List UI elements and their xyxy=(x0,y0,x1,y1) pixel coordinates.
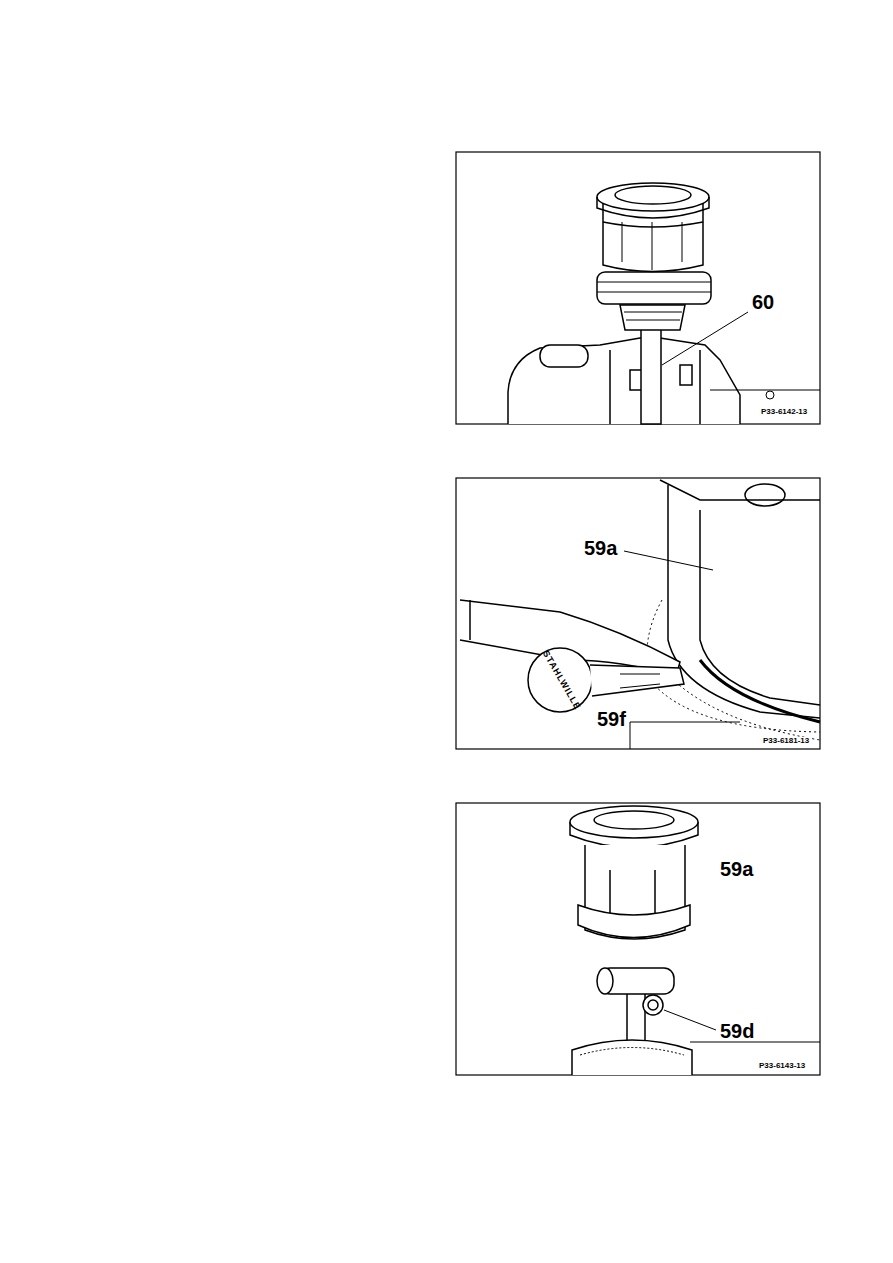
rule-line xyxy=(690,1041,820,1042)
cap-on-housing xyxy=(508,183,740,424)
figure-frame xyxy=(456,152,820,424)
callout-number: 59f xyxy=(597,709,626,729)
figure-code: P33-6142-13 xyxy=(760,408,808,416)
callout-number: 59d xyxy=(720,1021,754,1041)
leader-line xyxy=(630,722,740,749)
callout-number: 60 xyxy=(752,292,774,312)
leader-line xyxy=(624,551,713,570)
figure-frame xyxy=(456,803,820,1075)
figure-code: P33-6143-13 xyxy=(758,1062,806,1070)
cap-with-pliers xyxy=(460,480,820,740)
hole-symbol xyxy=(766,391,774,399)
rule-line xyxy=(710,389,820,390)
leader-line xyxy=(662,312,748,365)
callout-number: 59a xyxy=(584,538,617,558)
leader-line xyxy=(664,1010,716,1030)
figure-code: P33-6181-13 xyxy=(762,737,810,745)
callout-number: 59a xyxy=(720,859,753,879)
figure-frame xyxy=(456,478,820,749)
cap-removed xyxy=(570,806,698,1075)
